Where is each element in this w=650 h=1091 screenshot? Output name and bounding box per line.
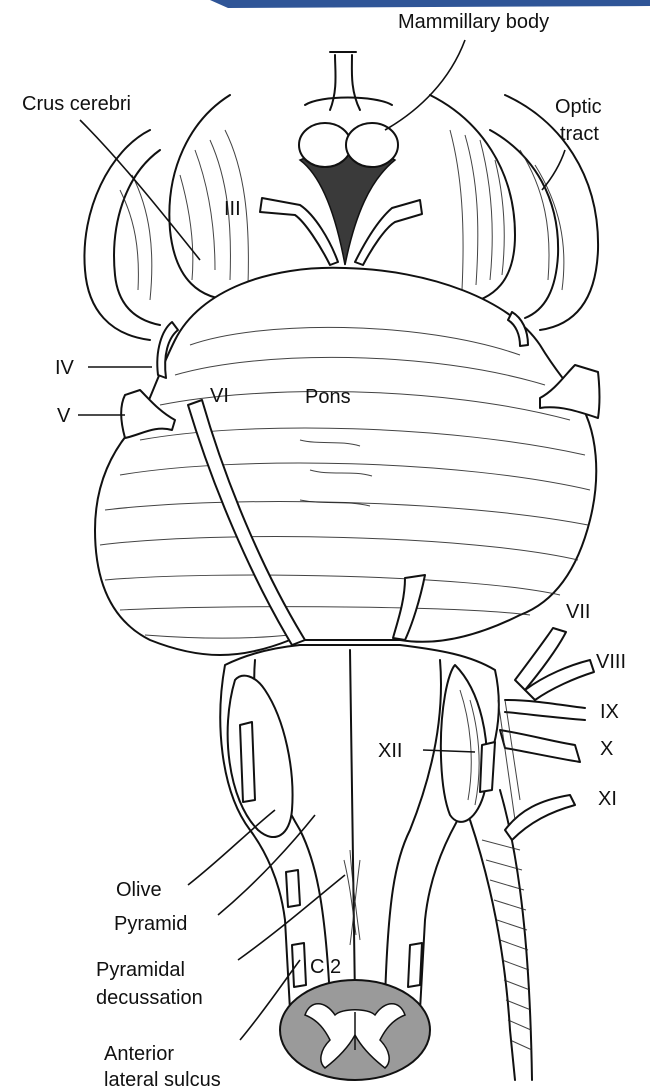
c2-root-left [292, 943, 306, 987]
label-c2: C 2 [310, 956, 341, 978]
nerves-ix-x-xi [498, 700, 585, 840]
top-frame-bar [210, 0, 650, 8]
label-nerve-x: X [600, 738, 613, 760]
optic-tract-left [84, 130, 160, 340]
label-nerve-xi: XI [598, 788, 617, 810]
nerves-vii-viii [515, 628, 594, 700]
label-crus-cerebri: Crus cerebri [22, 93, 131, 115]
label-anterior-lateral-sulcus-2: lateral sulcus [104, 1069, 221, 1091]
label-pyramidal-decussation-2: decussation [96, 987, 203, 1009]
crus-cerebri-right [430, 95, 515, 305]
label-nerve-v: V [57, 405, 71, 427]
label-pyramid: Pyramid [114, 913, 187, 935]
label-nerve-ix: IX [600, 701, 619, 723]
label-olive: Olive [116, 879, 162, 901]
label-optic-tract-1: Optic [555, 96, 602, 118]
spinal-cord-section [280, 980, 430, 1080]
label-anterior-lateral-sulcus-1: Anterior [104, 1043, 174, 1065]
lateral-column-right [470, 790, 532, 1080]
label-nerve-xii: XII [378, 740, 402, 762]
interpeduncular-fossa [300, 153, 395, 266]
pyramid-root-left [286, 870, 300, 907]
label-optic-tract-2: tract [560, 123, 599, 145]
mammillary-bodies [299, 52, 398, 167]
label-nerve-iii: III [224, 198, 241, 220]
label-nerve-viii: VIII [596, 651, 626, 673]
label-mammillary-body: Mammillary body [398, 11, 549, 33]
label-nerve-vii: VII [566, 601, 590, 623]
medulla [220, 645, 499, 1010]
label-nerve-iv: IV [55, 357, 75, 379]
label-pons: Pons [305, 386, 351, 408]
label-pyramidal-decussation-1: Pyramidal [96, 959, 185, 981]
label-nerve-vi: VI [210, 385, 229, 407]
c2-root-right [408, 943, 422, 987]
